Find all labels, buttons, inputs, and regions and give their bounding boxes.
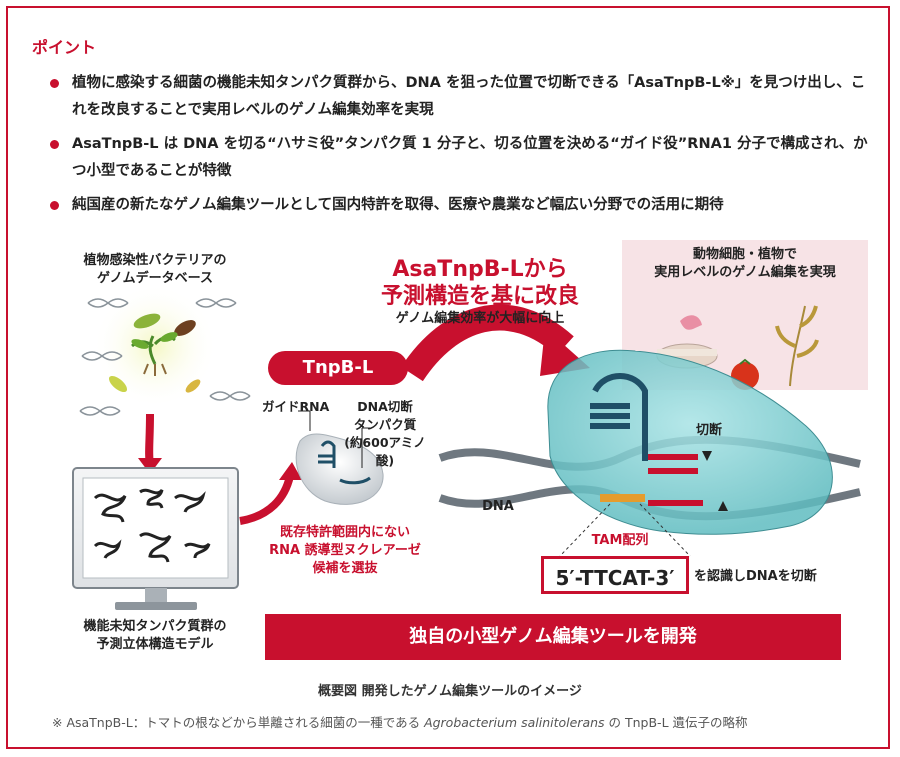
database-label: 植物感染性バクテリアの ゲノムデータベース <box>83 253 227 286</box>
cut-label: 切断 <box>695 423 722 438</box>
improvement-subtitle: ゲノム編集効率が大幅に向上 <box>395 311 565 326</box>
dna-label: DNA <box>482 499 514 514</box>
point-1: 植物に感染する細菌の機能未知タンパク質群から、DNA を狙った位置で切断できる「… <box>48 70 878 124</box>
selection-label: 既存特許範囲内にない RNA 誘導型ヌクレアーゼ 候補を選抜 <box>269 525 421 576</box>
figure-caption: 概要図 開発したゲノム編集ツールのイメージ <box>318 684 582 699</box>
bullet-dot-icon <box>50 79 59 88</box>
bullet-dot-icon <box>50 201 59 210</box>
diagram-graphics <box>72 240 868 610</box>
arrow-to-candidate <box>239 474 294 525</box>
improvement-title: AsaTnpB-Lから 予測構造を基に改良 <box>380 257 579 309</box>
overview-diagram: 植物感染性バクテリアの ゲノムデータベース 機能未知タンパク質群の 予測立体構造… <box>0 236 900 676</box>
cut-marker-top <box>702 451 712 461</box>
tnpb-pill: TnpB-L <box>268 351 408 385</box>
tam-suffix: を認識しDNAを切断 <box>694 569 817 584</box>
dna-mini-icons <box>79 298 251 416</box>
monitor-illustration <box>72 467 239 610</box>
asatnpb-protein-complex <box>547 349 833 535</box>
tam-sequence-box: 5′-TTCAT-3′ <box>541 556 689 594</box>
arrow-down-to-monitor <box>145 413 154 465</box>
candidate-protein-illustration <box>295 410 384 505</box>
tam-site-mark <box>600 494 645 502</box>
point-3: 純国産の新たなゲノム編集ツールとして国内特許を取得、医療や農業など幅広い分野での… <box>48 192 878 219</box>
arrow-improvement <box>401 304 574 382</box>
guide-rna-label: ガイドRNA <box>262 399 330 414</box>
point-2: AsaTnpB-L は DNA を切る“ハサミ役”タンパク質 1 分子と、切る位… <box>48 131 878 185</box>
cut-marker-bottom <box>718 501 728 511</box>
monitor-label: 機能未知タンパク質群の 予測立体構造モデル <box>83 619 227 652</box>
points-title: ポイント <box>32 38 97 57</box>
bullet-dot-icon <box>50 140 59 149</box>
result-banner: 独自の小型ゲノム編集ツールを開発 <box>265 614 841 660</box>
bacteria-database-illustration <box>93 284 217 408</box>
points-list: 植物に感染する細菌の機能未知タンパク質群から、DNA を狙った位置で切断できる「… <box>48 70 878 226</box>
application-label: 動物細胞・植物で 実用レベルのゲノム編集を実現 <box>654 247 836 280</box>
tam-label: TAM配列 <box>591 533 649 548</box>
footnote: ※ AsaTnpB-L：トマトの根などから単離される細菌の一種である Agrob… <box>52 715 748 730</box>
protein-label: DNA切断 タンパク質 (約600アミノ酸) <box>344 399 426 468</box>
